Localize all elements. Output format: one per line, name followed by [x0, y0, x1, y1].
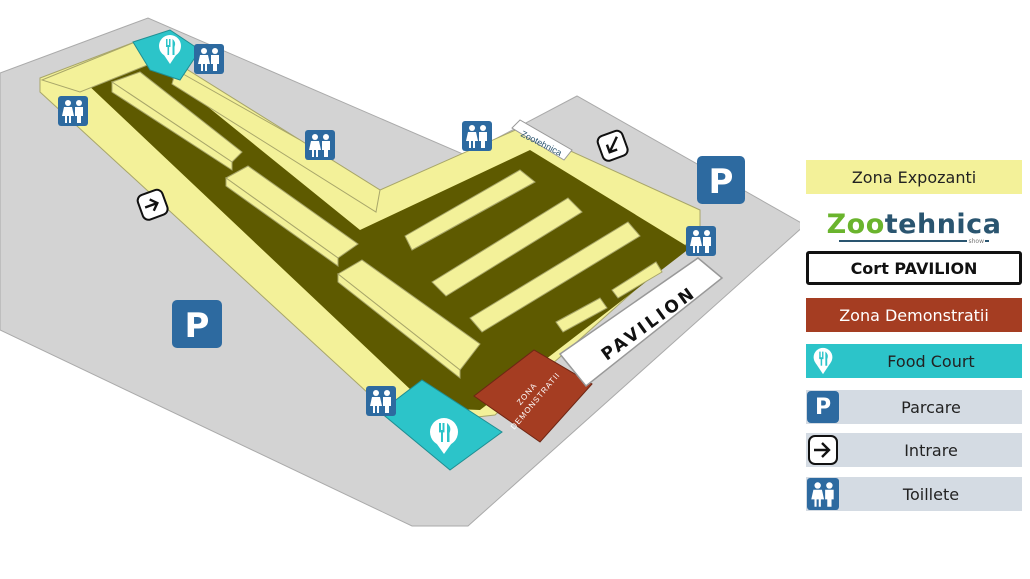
- toilet-icon: [58, 96, 88, 126]
- legend-food-label: Food Court: [887, 351, 975, 371]
- legend-entrance-label: Intrare: [904, 440, 958, 460]
- toilet-icon: [806, 477, 840, 511]
- parking-letter: P: [807, 391, 839, 423]
- fork-knife-icon: [430, 418, 458, 454]
- legend-parking-label: Parcare: [901, 397, 961, 417]
- logo-text: Zootehnica: [826, 208, 1002, 240]
- legend-toilets-label: Toillete: [902, 484, 960, 504]
- legend-parking: P Parcare: [806, 390, 1022, 424]
- fork-knife-icon: [806, 344, 840, 378]
- legend-food-court: Food Court: [806, 344, 1022, 378]
- svg-text:P: P: [185, 306, 210, 346]
- logo-text-green: Zoo: [826, 208, 885, 240]
- entrance-arrow-icon: [806, 433, 840, 467]
- legend-exhibitor-label: Zona Expozanti: [851, 167, 977, 187]
- toilet-icon: [194, 44, 224, 74]
- exhibitor-stands: [40, 39, 663, 380]
- legend-toilets: Toillete: [806, 477, 1022, 511]
- demo-zone-area: [473, 349, 593, 443]
- toilet-icon: [462, 121, 492, 151]
- toilet-icon: [366, 386, 396, 416]
- entrance-arrow-icon: [136, 188, 169, 221]
- logo-underline: show: [839, 237, 989, 245]
- parking-icon: P: [806, 390, 840, 424]
- legend-entrance: Intrare: [806, 433, 1022, 467]
- toilet-icon: [686, 226, 716, 256]
- fork-knife-icon: [159, 35, 181, 64]
- legend-pavilion-tent: Cort PAVILION: [806, 251, 1022, 285]
- legend-demo-zone: Zona Demonstratii: [806, 298, 1022, 332]
- legend-cort-label: Cort PAVILION: [850, 258, 978, 278]
- brand-sign-panel: [511, 119, 573, 161]
- venue-map: ZONA DEMONSTRATII PAVILION Zootehnica P …: [0, 17, 800, 527]
- pavilion-tent: [558, 257, 724, 388]
- logo-text-dark: tehnica: [884, 208, 1002, 240]
- svg-text:P: P: [709, 162, 734, 202]
- parking-icon: P: [172, 300, 222, 348]
- parking-icon: P: [697, 156, 745, 204]
- legend-exhibitor-zone: Zona Expozanti: [806, 160, 1022, 194]
- zootehnica-logo: Zootehnica show: [806, 206, 1022, 246]
- legend-demo-label: Zona Demonstratii: [839, 305, 989, 325]
- logo-subtext: show: [967, 237, 985, 245]
- toilet-icon: [305, 130, 335, 160]
- entrance-arrow-icon: [596, 129, 629, 162]
